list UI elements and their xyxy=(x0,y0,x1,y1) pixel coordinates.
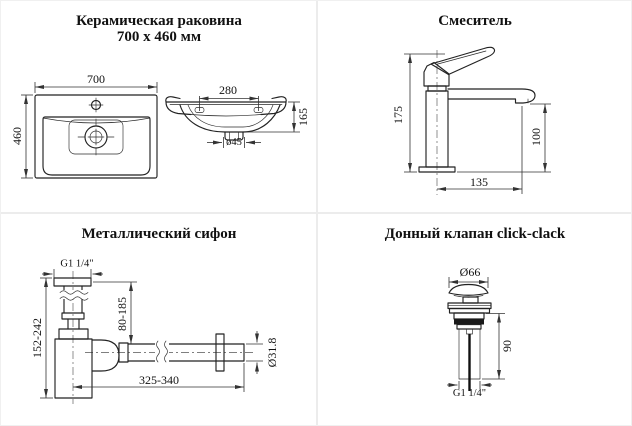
mixer-dimensions: 175 100 135 xyxy=(391,53,551,194)
siphon-drawing: G1 1/4" 152-242 80-185 325-340 xyxy=(30,259,279,404)
mixer-drawing: 175 100 135 xyxy=(391,46,551,195)
valve-thread-dim-label: G1 1/4" xyxy=(453,388,486,399)
valve-outline xyxy=(447,283,492,391)
siphon-panel: Металлический сифон xyxy=(1,214,317,425)
horizontal-divider xyxy=(1,212,631,214)
mixer-panel: Смеситель 175 xyxy=(317,1,631,214)
siphon-length-range-dim-label: 325-340 xyxy=(139,373,179,387)
siphon-pipe-diameter-dim-label: Ø31.8 xyxy=(265,338,279,368)
sink-dimensions: 700 460 280 165 ø45 xyxy=(10,72,310,179)
valve-height-dim-label: 90 xyxy=(500,340,514,352)
sink-title-line1: Керамическая раковина xyxy=(76,13,242,29)
siphon-body xyxy=(54,338,93,399)
sink-drawing: 700 460 280 165 ø45 xyxy=(10,72,310,179)
siphon-thread-dim-label: G1 1/4" xyxy=(60,259,93,270)
mixer-handle xyxy=(430,46,496,76)
mixer-spout-height-dim-label: 100 xyxy=(529,128,543,146)
sink-top-view xyxy=(34,94,158,179)
valve-title: Донный клапан click-clack xyxy=(384,226,566,242)
sink-drain-dim-label: ø45 xyxy=(226,137,242,148)
siphon-inlet-range-dim-label: 80-185 xyxy=(115,297,129,331)
sink-depth-dim-label: 460 xyxy=(10,127,24,145)
valve-drawing: Ø66 90 G1 1/4" xyxy=(447,265,514,399)
siphon-wall-flange xyxy=(215,333,225,372)
valve-cap xyxy=(448,283,489,296)
valve-cap-diameter-dim-label: Ø66 xyxy=(460,265,481,279)
sink-panel: Керамическая раковина 700 x 460 мм xyxy=(1,1,317,214)
siphon-height-range-dim-label: 152-242 xyxy=(30,318,44,358)
siphon-elbow xyxy=(91,339,120,372)
sink-width-dim-label: 700 xyxy=(87,72,105,86)
siphon-title: Металлический сифон xyxy=(81,226,237,242)
sink-title-line2: 700 x 460 мм xyxy=(116,29,202,45)
sink-title: Керамическая раковина 700 x 460 мм xyxy=(1,13,317,45)
siphon-dimensions: G1 1/4" 152-242 80-185 325-340 xyxy=(30,259,279,399)
mixer-outline xyxy=(418,46,536,195)
siphon-top-flange xyxy=(53,277,92,287)
mixer-base xyxy=(418,166,456,173)
valve-panel: Донный клапан click-clack xyxy=(317,214,631,425)
sink-side-view xyxy=(165,96,287,141)
valve-thread xyxy=(454,319,484,325)
siphon-outline xyxy=(53,271,253,404)
mixer-title: Смеситель xyxy=(438,13,512,29)
sink-height-dim-label: 165 xyxy=(296,108,310,126)
sink-hole-span-dim-label: 280 xyxy=(219,83,237,97)
mixer-spout xyxy=(447,88,536,104)
valve-dimensions: Ø66 90 G1 1/4" xyxy=(447,265,514,399)
drain-stub xyxy=(224,131,244,141)
mixer-height-dim-label: 175 xyxy=(391,106,405,124)
mixer-reach-dim-label: 135 xyxy=(470,175,488,189)
